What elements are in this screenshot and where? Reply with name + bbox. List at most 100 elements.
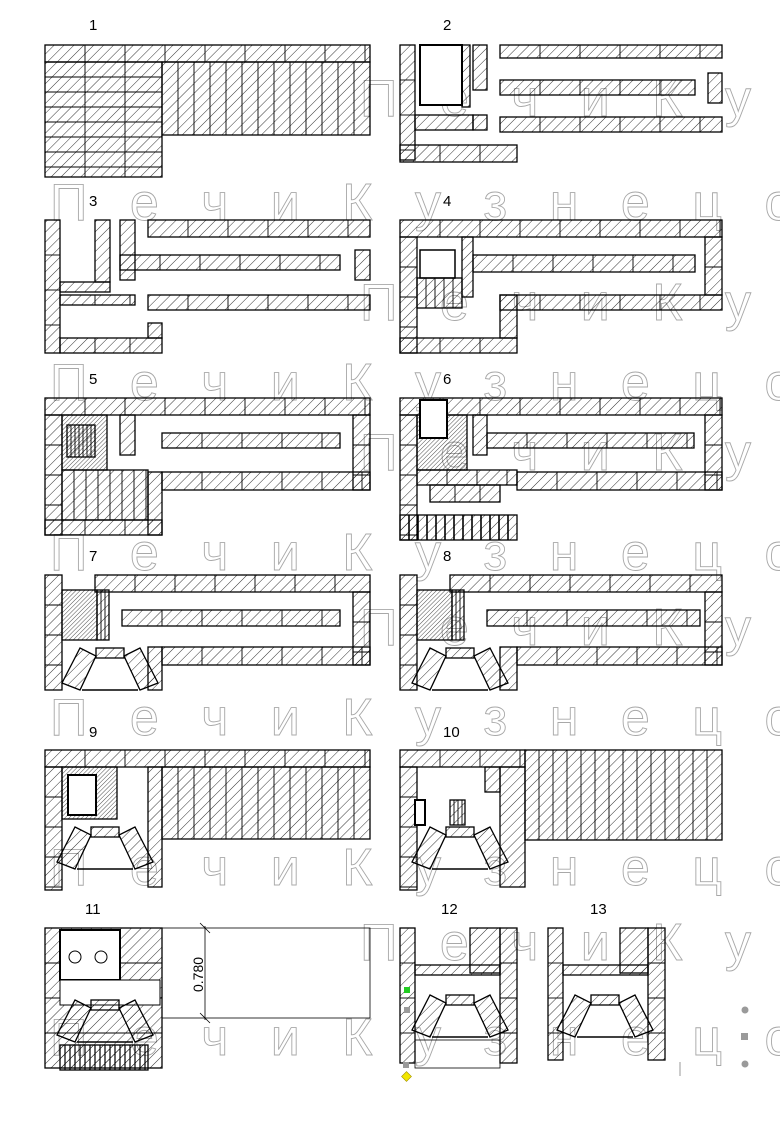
brick [704,236,723,296]
course-label-12: 12 [441,901,458,918]
brick [472,254,696,273]
brick [451,589,465,641]
brick [414,964,501,976]
handle-gray[interactable] [404,1007,410,1013]
drawings-layer [44,44,723,1071]
brick [119,254,341,271]
handle-gray[interactable] [403,1062,409,1068]
brick [547,927,564,1061]
brick [118,826,154,870]
course-12-plan [399,927,518,1069]
brick [119,219,136,281]
course-4-plan [399,219,723,354]
course-label-11: 11 [85,901,101,918]
brick [94,219,111,283]
brick [399,397,723,416]
brick [95,647,125,659]
burner-ring [94,950,108,964]
brick [161,646,371,666]
brick [59,337,163,354]
watermark-text: П е ч и К у з н е ц о в а [50,689,780,747]
brick [44,397,371,416]
handle-green[interactable] [404,987,410,993]
handle-square[interactable] [741,1033,748,1040]
brick [419,249,456,279]
brick [419,44,463,106]
brick [161,432,341,449]
brick [399,749,526,768]
brick [618,994,654,1038]
brick [411,826,447,870]
brick [445,994,475,1006]
brick [67,774,97,816]
brick [524,749,723,841]
brick [416,277,463,309]
brick [399,219,723,238]
dimension-annotation: 0.780 [161,922,371,1024]
brick [399,514,518,541]
brick [473,994,509,1038]
brick [445,826,475,838]
brick [419,399,448,439]
brick [44,519,163,536]
course-label-7: 7 [89,548,97,565]
course-11-plan [44,927,163,1071]
brick [399,927,416,1064]
brick [147,766,163,888]
brick [123,647,159,691]
course-1-plan [44,44,371,178]
brick [354,249,371,281]
course-label-4: 4 [443,193,451,210]
brick [161,471,371,491]
brick [499,116,723,133]
brick [147,219,371,238]
brick [416,589,453,641]
brick [449,574,723,593]
watermark-text: П е ч и К у з н е ц о в а [360,914,780,972]
brick [562,964,649,976]
selection-handles[interactable] [401,987,749,1082]
handle-yellow[interactable] [401,1071,412,1082]
brick [556,994,592,1038]
course-label-2: 2 [443,17,451,34]
dimension-value: 0.780 [190,957,206,992]
brick [44,219,61,354]
brick [66,424,96,458]
brick [399,766,418,891]
course-label-3: 3 [89,193,97,210]
brick [161,61,371,136]
brick [61,469,149,521]
brick [590,994,620,1006]
course-10-plan [399,749,723,891]
brick [59,294,136,306]
course-5-plan [44,397,371,536]
course-label-1: 1 [89,17,97,34]
brick [416,469,518,486]
brick [499,766,526,888]
brick [484,766,501,793]
brick [461,236,474,298]
brick [499,79,696,96]
brick [473,826,509,870]
brick [44,749,371,768]
brick [147,294,371,311]
brick [44,766,63,891]
brick [472,114,488,131]
course-13-plan [547,927,666,1061]
brick [399,337,518,354]
brick [56,826,92,870]
brick [429,484,501,503]
handle-dot[interactable] [741,1006,749,1014]
handle-dot[interactable] [741,1060,749,1068]
brick [499,927,518,1064]
brick [90,826,120,838]
brick [411,994,447,1038]
brick [61,589,98,641]
brick [161,766,371,840]
brick [461,44,471,108]
brick [119,414,136,456]
course-3-plan [44,219,371,354]
brick [121,609,341,627]
brick [44,44,371,63]
